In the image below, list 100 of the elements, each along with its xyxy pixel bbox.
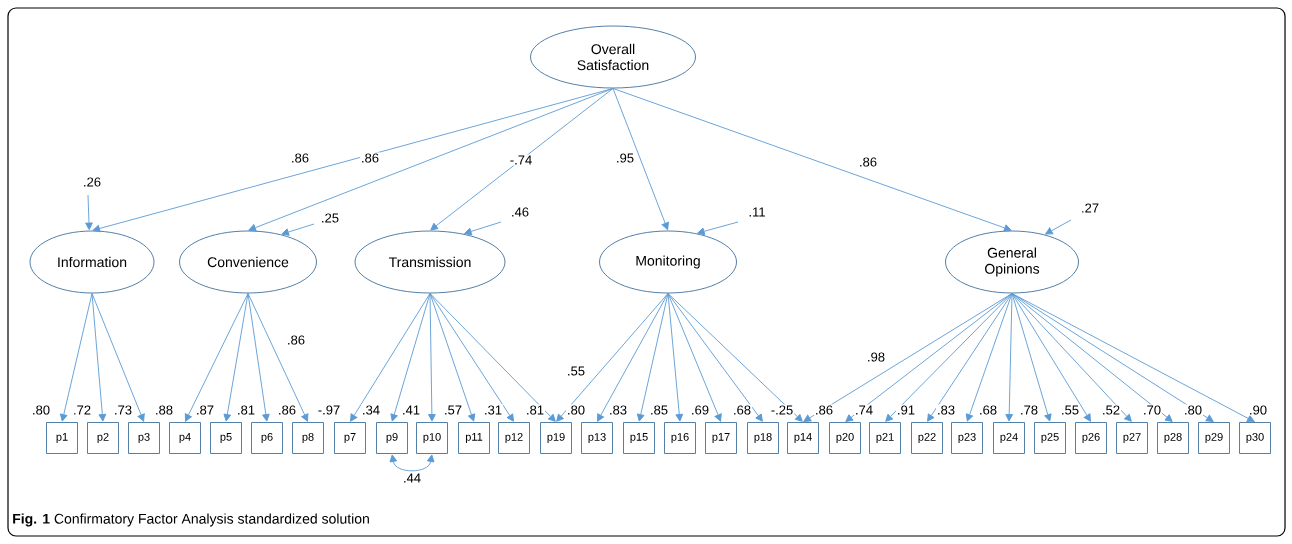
- indicator-box: p22: [911, 422, 943, 454]
- indicator-box: p23: [951, 422, 983, 454]
- indicator-box: p5: [210, 422, 242, 454]
- arrow: [390, 293, 431, 422]
- arrow: [636, 293, 669, 422]
- indicator-box: p27: [1116, 422, 1148, 454]
- loading-value: .80: [1185, 405, 1202, 415]
- indicator-box: p29: [1198, 422, 1230, 454]
- indicator-box: p30: [1239, 422, 1271, 454]
- arrow: [430, 88, 614, 231]
- loading-value: .86: [816, 405, 833, 415]
- loading-value: .86: [279, 405, 296, 415]
- arrow: [1011, 293, 1052, 422]
- indicator-box: p20: [829, 422, 861, 454]
- edge-label: .11: [749, 207, 765, 217]
- arrow: [92, 88, 614, 233]
- loading-value: -.97: [318, 405, 340, 415]
- edge-label: .46: [512, 207, 529, 217]
- indicator-box: p19: [540, 422, 572, 454]
- loading-value: .88: [156, 405, 173, 415]
- residual-arrow: [281, 223, 315, 236]
- loading-value: .78: [1021, 405, 1038, 415]
- indicator-box: p12: [498, 422, 530, 454]
- loading-value: .55: [1062, 405, 1079, 415]
- loading-value: .90: [1250, 405, 1267, 415]
- arrow: [667, 293, 803, 422]
- edge-label: .86: [288, 335, 305, 345]
- indicator-box: p15: [623, 422, 655, 454]
- arrow: [612, 88, 1012, 232]
- indicator-box: p11: [458, 422, 490, 454]
- arrow: [612, 88, 669, 231]
- indicator-box: p1: [46, 422, 78, 454]
- indicator-box: p8: [292, 422, 324, 454]
- caption: Fig. 1 Confirmatory Factor Analysis standardized solution: [13, 513, 369, 527]
- indicator-box: p6: [251, 422, 283, 454]
- arrow: [1011, 293, 1132, 422]
- loading-value: .41: [403, 405, 420, 415]
- arrow: [247, 293, 270, 422]
- arrow: [803, 293, 1013, 422]
- residual-arrow: [697, 221, 739, 236]
- arrow: [556, 293, 669, 422]
- loading-value: .87: [197, 405, 214, 415]
- arrow: [927, 293, 1013, 422]
- edge-label: .44: [404, 473, 421, 483]
- arrow: [60, 293, 93, 422]
- edge-label: .86: [860, 157, 877, 167]
- loading-value: .52: [1103, 405, 1120, 415]
- loading-value: .68: [980, 405, 997, 415]
- indicator-box: p10: [416, 422, 448, 454]
- arrow: [1011, 293, 1214, 422]
- indicator-box: p28: [1157, 422, 1189, 454]
- edge-label: .25: [322, 213, 339, 223]
- arrow: [429, 293, 476, 422]
- loading-value: .80: [568, 405, 585, 415]
- indicator-box: p14: [787, 422, 819, 454]
- edge-label: .95: [617, 153, 634, 163]
- arrow: [667, 293, 763, 422]
- loading-value: .72: [74, 405, 91, 415]
- indicator-box: p4: [169, 422, 201, 454]
- arrow: [223, 293, 249, 422]
- loading-value: .57: [445, 405, 462, 415]
- indicator-box: p2: [87, 422, 119, 454]
- arrow: [248, 88, 614, 232]
- indicator-box: p13: [581, 422, 613, 454]
- arrow: [247, 293, 309, 422]
- loading-value: .74: [856, 405, 873, 415]
- arrow: [429, 293, 556, 422]
- loading-value: .91: [898, 405, 915, 415]
- indicator-box: p25: [1034, 422, 1066, 454]
- arrow: [667, 293, 684, 422]
- covariance-arrow: [389, 454, 435, 472]
- arrow: [597, 293, 669, 422]
- indicator-box: p7: [334, 422, 366, 454]
- loading-value: .73: [115, 405, 132, 415]
- indicator-box: p21: [869, 422, 901, 454]
- residual-arrow: [1045, 219, 1072, 235]
- loading-value: .81: [238, 405, 255, 415]
- edge-label: .55: [568, 366, 585, 376]
- arrow: [1011, 293, 1255, 423]
- arrow: [429, 293, 514, 422]
- loading-value: .34: [363, 405, 380, 415]
- arrow: [91, 293, 145, 422]
- arrow: [428, 293, 436, 422]
- edge-label: .26: [84, 177, 101, 187]
- indicator-box: p24: [993, 422, 1025, 454]
- arrow: [667, 293, 722, 422]
- edge-label: -.74: [510, 155, 532, 165]
- arrow: [350, 293, 431, 422]
- edge-label: .98: [868, 352, 885, 362]
- arrow: [184, 293, 249, 422]
- loading-value: .83: [610, 405, 627, 415]
- indicator-box: p3: [128, 422, 160, 454]
- loading-value: .80: [33, 405, 50, 415]
- residual-arrow: [464, 221, 502, 236]
- arrow: [1011, 293, 1091, 422]
- loading-value: .85: [651, 405, 668, 415]
- arrow: [91, 293, 107, 422]
- arrow: [1005, 293, 1014, 422]
- edge-label: .27: [1082, 203, 1099, 213]
- loading-value: .83: [938, 405, 955, 415]
